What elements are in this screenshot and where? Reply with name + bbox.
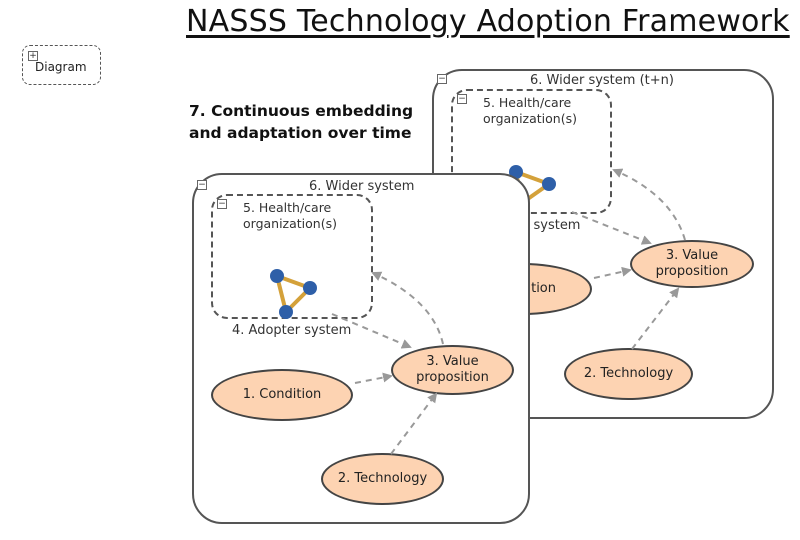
value-front-line2: proposition xyxy=(416,370,489,385)
technology-ellipse-back: 2. Technology xyxy=(564,348,693,400)
diagram-tag[interactable]: + Diagram xyxy=(22,45,101,85)
minus-icon[interactable]: − xyxy=(457,94,467,104)
technology-back-label: 2. Technology xyxy=(583,366,674,381)
org-box-front: 5. Health/care organization(s) xyxy=(211,194,373,319)
condition-back-label: tion xyxy=(531,281,556,296)
subtitle: 7. Continuous embedding and adaptation o… xyxy=(189,100,413,144)
value-front-line1: 3. Value xyxy=(426,354,479,369)
minus-icon[interactable]: − xyxy=(217,199,227,209)
minus-icon[interactable]: − xyxy=(197,180,207,190)
condition-ellipse-front: 1. Condition xyxy=(211,369,353,421)
value-proposition-ellipse-back: 3. Value proposition xyxy=(630,240,754,288)
org-back-title-line2: organization(s) xyxy=(483,111,577,126)
value-proposition-ellipse-front: 3. Value proposition xyxy=(391,345,514,395)
adopter-system-front-label: 4. Adopter system xyxy=(232,323,352,338)
wider-system-front-title: 6. Wider system xyxy=(309,179,415,194)
org-box-back: 5. Health/care organization(s) xyxy=(451,89,612,214)
technology-front-label: 2. Technology xyxy=(337,471,428,486)
org-front-title-line1: 5. Health/care xyxy=(243,200,332,215)
org-front-title-line2: organization(s) xyxy=(243,216,337,231)
subtitle-line-1: 7. Continuous embedding xyxy=(189,102,414,120)
technology-ellipse-front: 2. Technology xyxy=(321,453,444,505)
adopter-system-back-label: r system xyxy=(524,218,581,233)
value-back-line2: proposition xyxy=(655,264,729,279)
plus-icon[interactable]: + xyxy=(28,51,38,61)
value-back-line1: 3. Value xyxy=(665,248,719,263)
diagram-tag-label: Diagram xyxy=(35,60,87,74)
subtitle-line-2: and adaptation over time xyxy=(189,124,412,142)
page-title: NASSS Technology Adoption Framework xyxy=(186,4,790,39)
condition-front-label: 1. Condition xyxy=(242,387,322,402)
minus-icon[interactable]: − xyxy=(437,74,447,84)
org-back-title-line1: 5. Health/care xyxy=(483,95,572,110)
wider-system-back-title: 6. Wider system (t+n) xyxy=(530,73,674,88)
